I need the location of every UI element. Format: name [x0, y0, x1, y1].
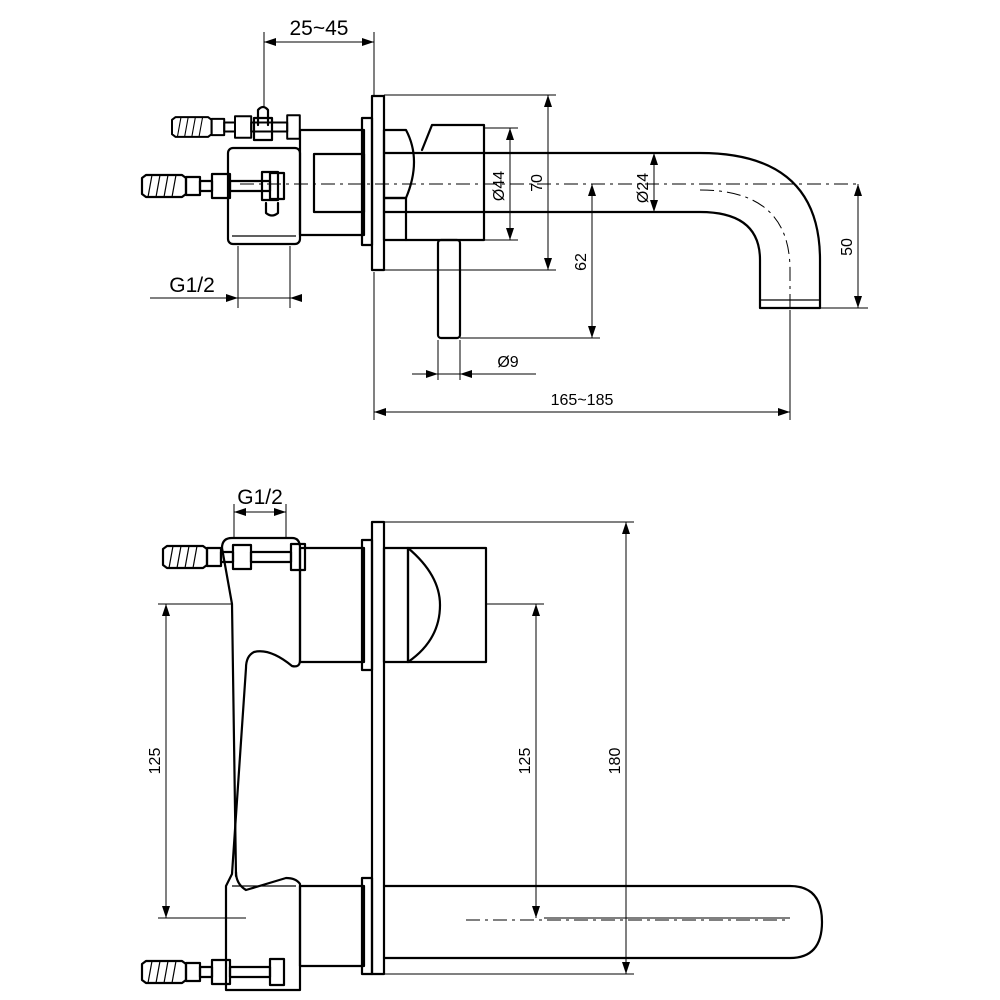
- dim-rosette-dia: Ø44: [484, 127, 518, 241]
- valve-casting: [220, 536, 302, 992]
- anchor-bolt-plan-lower: [140, 957, 286, 987]
- dim-rosette-height: 70: [384, 94, 556, 271]
- dim-spout-dia-label: Ø24: [635, 173, 652, 203]
- anchor-bolt-upper: [171, 114, 301, 140]
- dim-depth: 25~45: [263, 17, 375, 108]
- dim-spout-drop-label: 50: [839, 238, 856, 256]
- wall-plate: [370, 94, 386, 272]
- dim-lever-drop-label: 62: [573, 253, 590, 271]
- dim-centers-left: 125: [147, 603, 246, 919]
- valve-body: [298, 116, 374, 247]
- mounting-bracket: [226, 105, 302, 246]
- wall-plate-plan: [370, 520, 386, 976]
- spout-plan: [298, 876, 824, 976]
- dim-lever-dia: Ø9: [412, 340, 536, 380]
- cartridge-body: [298, 538, 374, 672]
- dim-centers-right: 125: [486, 603, 790, 919]
- spout: [382, 151, 822, 310]
- anchor-bolt-plan-upper: [161, 542, 307, 572]
- handle-hub: [382, 123, 486, 242]
- dim-spout-dia: Ø24: [635, 153, 658, 212]
- plan-view: G1/2 125 125 180: [140, 486, 824, 992]
- dim-thread-plan: G1/2: [233, 486, 287, 538]
- dim-thread-top: G1/2: [150, 246, 302, 308]
- dim-lever-dia-label: Ø9: [497, 354, 518, 371]
- dim-centers-left-label: 125: [147, 748, 164, 775]
- dim-rosette-dia-label: Ø44: [491, 171, 508, 201]
- dim-spout-drop: 50: [760, 184, 868, 309]
- dim-plate-height: 180: [384, 521, 634, 975]
- dim-thread-top-label: G1/2: [169, 274, 215, 297]
- side-elevation-view: 25~45 G1/2 Ø44 70: [140, 17, 868, 420]
- dim-projection: 165~185: [373, 272, 791, 420]
- dim-depth-label: 25~45: [290, 17, 349, 40]
- lever-handle: [436, 238, 462, 340]
- dim-projection-label: 165~185: [551, 392, 614, 409]
- handle-plan: [382, 546, 488, 664]
- dim-lever-drop: 62: [460, 184, 600, 339]
- dim-rosette-height-label: 70: [529, 174, 546, 192]
- dim-thread-plan-label: G1/2: [237, 486, 283, 509]
- dim-plate-height-label: 180: [607, 748, 624, 775]
- dim-centers-right-label: 125: [517, 748, 534, 775]
